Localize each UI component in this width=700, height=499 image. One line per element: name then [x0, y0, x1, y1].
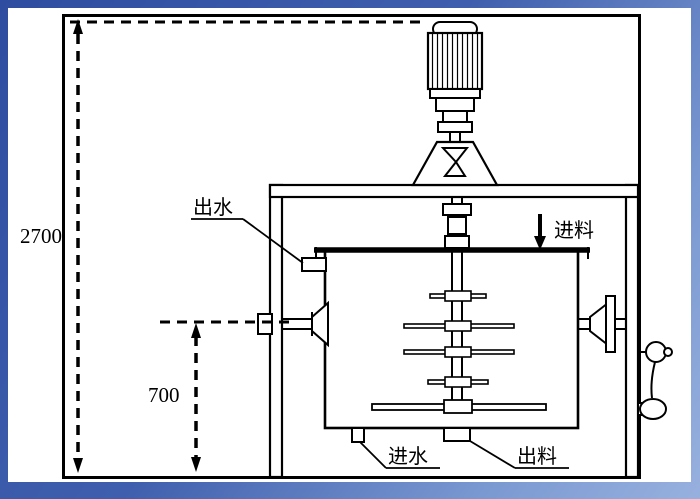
arrow-down-icon [73, 458, 83, 473]
leader-line [469, 440, 516, 469]
water-inlet-stub [351, 427, 365, 443]
shaft-coupling-upper [442, 203, 472, 216]
outer-frame [62, 14, 641, 479]
gearbox [435, 97, 475, 112]
right-flange-plate [605, 295, 616, 353]
agitator-shaft [442, 197, 472, 412]
coupling-lower-cone [442, 160, 467, 177]
discharge-outlet-stub [443, 427, 471, 442]
coupling-upper-cone [440, 147, 470, 164]
arrow-up-icon [73, 19, 83, 34]
leader-line [359, 441, 387, 469]
motor-assembly [426, 21, 484, 143]
arrow-down-icon [191, 457, 201, 472]
frame-right-leg [624, 183, 640, 479]
callout-water-inlet: 进水 [359, 441, 440, 469]
shaft-coupling-lower [447, 216, 467, 235]
motor-mount-stand [411, 140, 499, 187]
left-cone [311, 300, 329, 348]
arrow-down-icon [534, 236, 546, 250]
dimension-700-value: 700 [148, 383, 180, 407]
callout-feed-inlet: 进料 [534, 214, 594, 250]
bottom-nozzles [351, 427, 471, 443]
left-bearing-block [257, 313, 273, 335]
dimension-section-height: 700 [148, 320, 290, 472]
frame-top-beam [268, 183, 640, 199]
tank-lid [301, 247, 590, 272]
output-flange [437, 121, 473, 133]
left-side-pipe [257, 300, 329, 348]
motor-body-finned [426, 31, 484, 91]
label-water-outlet: 出水 [193, 196, 233, 219]
impeller-paddles [371, 290, 547, 414]
right-side-assembly [578, 295, 673, 420]
shaft-gland [444, 235, 470, 249]
dimension-overall-height: 2700 [20, 19, 425, 473]
label-feed-inlet: 进料 [554, 219, 594, 242]
label-water-inlet: 进水 [388, 445, 428, 468]
callout-discharge-outlet: 出料 [469, 440, 569, 469]
water-outlet-stub [301, 257, 327, 272]
valve-body [639, 398, 667, 420]
dimension-2700-value: 2700 [20, 224, 62, 248]
label-discharge-outlet: 出料 [517, 445, 557, 468]
leader-line [242, 218, 304, 264]
callout-water-outlet: 出水 [191, 196, 304, 264]
arrow-up-icon [191, 323, 201, 338]
